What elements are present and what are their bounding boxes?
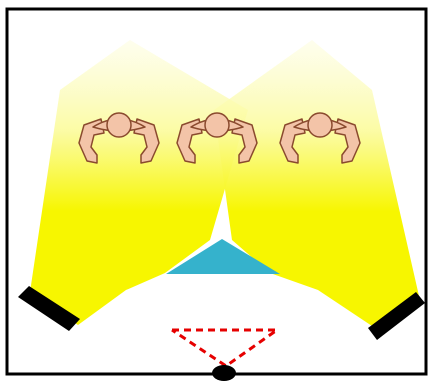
camera-icon bbox=[212, 365, 236, 381]
